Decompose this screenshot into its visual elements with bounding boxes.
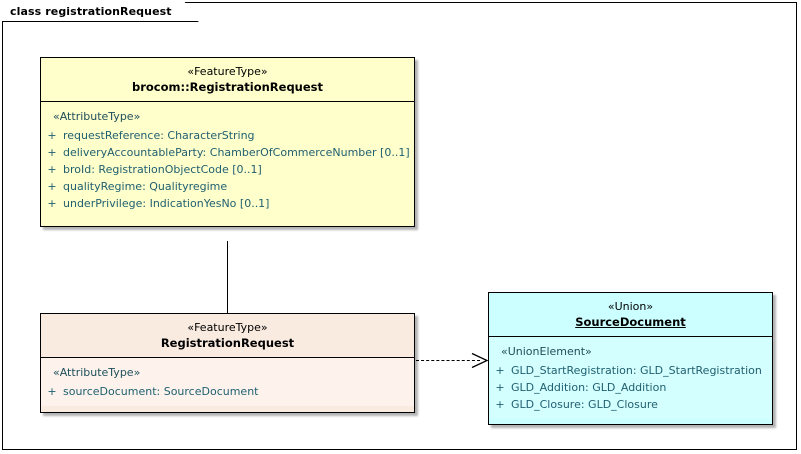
attribute-row[interactable]: + GLD_StartRegistration: GLD_StartRegist… [489, 362, 772, 379]
diagram-frame [2, 2, 797, 450]
attribute-visibility: + [47, 146, 57, 159]
compartment-stereotype: «UnionElement» [501, 345, 592, 358]
attribute-label: GLD_Closure: GLD_Closure [511, 398, 658, 411]
attribute-row[interactable]: + underPrivilege: IndicationYesNo [0..1] [41, 195, 414, 212]
attribute-visibility: + [495, 398, 505, 411]
attribute-row[interactable]: + GLD_Closure: GLD_Closure [489, 396, 772, 413]
class-stereotype: «FeatureType» [187, 321, 268, 334]
compartment-stereotype: «AttributeType» [53, 110, 141, 123]
attributes-compartment: «AttributeType» + requestReference: Char… [41, 102, 414, 218]
class-name: RegistrationRequest [160, 336, 295, 350]
attribute-visibility: + [47, 197, 57, 210]
attribute-row[interactable]: + sourceDocument: SourceDocument [41, 383, 414, 400]
attribute-label: sourceDocument: SourceDocument [63, 385, 259, 398]
attribute-visibility: + [47, 163, 57, 176]
attribute-row[interactable]: + GLD_Addition: GLD_Addition [489, 379, 772, 396]
compartment-stereotype: «AttributeType» [53, 366, 141, 379]
attributes-compartment: «UnionElement» + GLD_StartRegistration: … [489, 337, 772, 419]
attribute-label: GLD_StartRegistration: GLD_StartRegistra… [511, 364, 762, 377]
class-box-brocom-registration-request[interactable]: «FeatureType» brocom::RegistrationReques… [40, 57, 415, 227]
attribute-visibility: + [47, 385, 57, 398]
attribute-label: qualityRegime: Qualityregime [63, 180, 228, 193]
class-box-registration-request[interactable]: «FeatureType» RegistrationRequest «Attri… [40, 313, 415, 413]
attribute-visibility: + [47, 129, 57, 142]
class-box-source-document[interactable]: «Union» SourceDocument «UnionElement» + … [488, 292, 773, 425]
class-header: «FeatureType» brocom::RegistrationReques… [41, 58, 414, 102]
attribute-label: GLD_Addition: GLD_Addition [511, 381, 667, 394]
attribute-row[interactable]: + requestReference: CharacterString [41, 127, 414, 144]
attribute-label: underPrivilege: IndicationYesNo [0..1] [63, 197, 270, 210]
class-header: «FeatureType» RegistrationRequest [41, 314, 414, 358]
class-stereotype: «FeatureType» [187, 65, 268, 78]
class-header: «Union» SourceDocument [489, 293, 772, 337]
attribute-row[interactable]: + deliveryAccountableParty: ChamberOfCom… [41, 144, 414, 161]
attribute-visibility: + [495, 381, 505, 394]
attribute-label: deliveryAccountableParty: ChamberOfComme… [63, 146, 410, 159]
attribute-visibility: + [495, 364, 505, 377]
attribute-label: requestReference: CharacterString [63, 129, 255, 142]
diagram-frame-label: class registrationRequest [2, 2, 199, 22]
attribute-row[interactable]: + qualityRegime: Qualityregime [41, 178, 414, 195]
attribute-label: broId: RegistrationObjectCode [0..1] [63, 163, 262, 176]
attributes-compartment: «AttributeType» + sourceDocument: Source… [41, 358, 414, 406]
class-name: SourceDocument [575, 315, 686, 329]
class-stereotype: «Union» [607, 300, 654, 313]
class-name: brocom::RegistrationRequest [131, 80, 324, 94]
attribute-row[interactable]: + broId: RegistrationObjectCode [0..1] [41, 161, 414, 178]
attribute-visibility: + [47, 180, 57, 193]
